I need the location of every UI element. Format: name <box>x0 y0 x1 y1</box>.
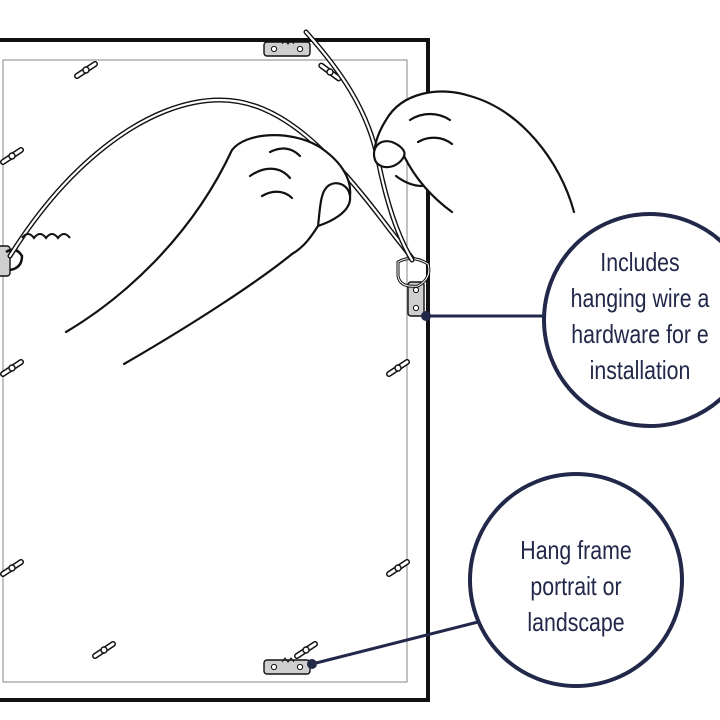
callout-2-dot <box>307 659 317 669</box>
left-hand <box>64 134 352 366</box>
sawtooth-hanger-icon <box>263 657 311 675</box>
callout-2-pointer <box>311 620 479 666</box>
callout-circle-1 <box>542 212 720 428</box>
right-hand <box>372 90 576 214</box>
frame-backing <box>2 59 408 683</box>
callout-1-dot <box>421 311 431 321</box>
callout-line: hardware for e <box>571 319 709 349</box>
callout-line: portrait or <box>530 571 622 601</box>
callout-line: landscape <box>527 607 625 637</box>
callout-line: installation <box>589 355 691 385</box>
callout-line: Includes <box>600 247 680 277</box>
sawtooth-hanger-icon <box>263 39 311 57</box>
callout-circle-2 <box>468 472 684 688</box>
callout-text-hanging-wire: Includes hanging wire a hardware for e i… <box>558 244 720 388</box>
callout-text-orientation: Hang frame portrait or landscape <box>494 532 658 640</box>
callout-line: hanging wire a <box>570 283 710 313</box>
callout-line: Hang frame <box>520 535 632 565</box>
